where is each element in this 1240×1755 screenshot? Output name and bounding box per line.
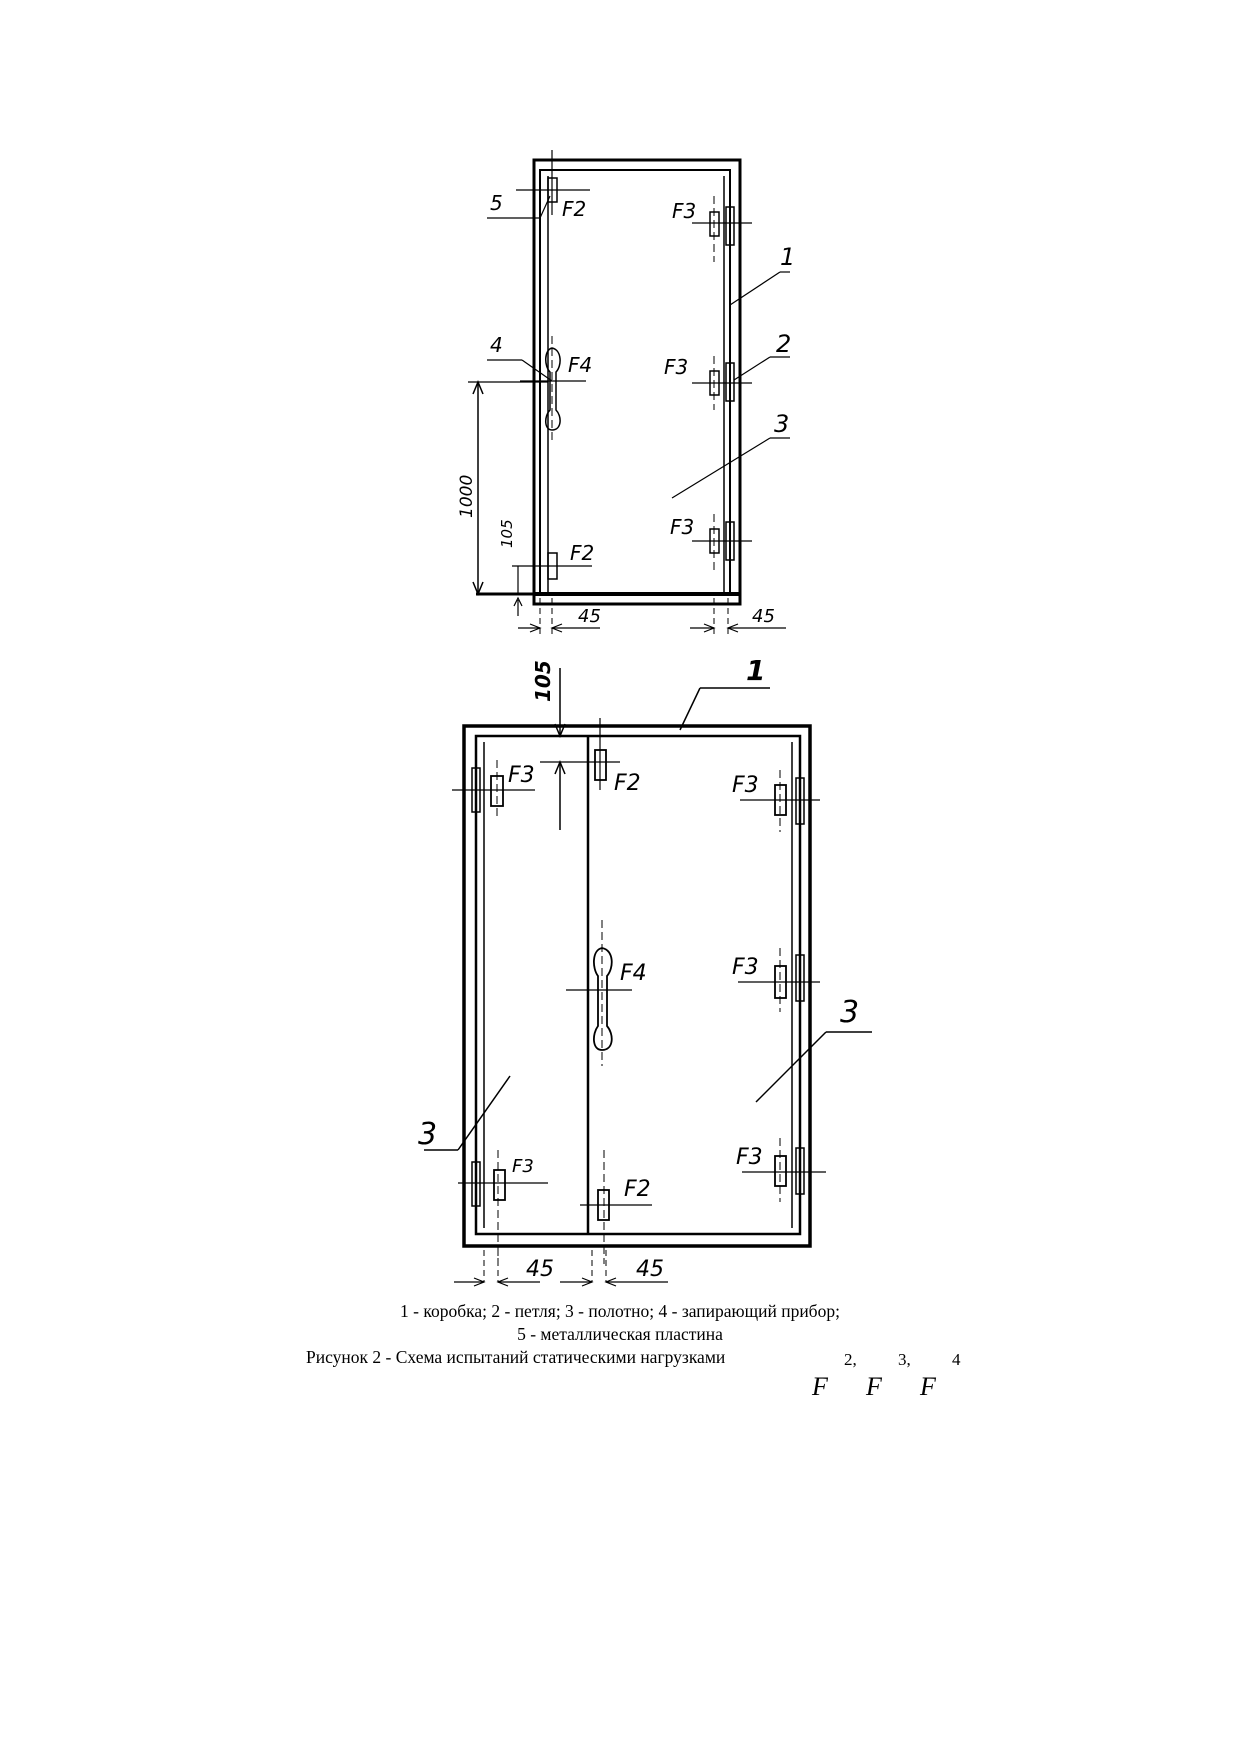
single-dim-edge-left: 45 [578,606,601,627]
double-dim-top-offset: 105 [531,660,555,702]
single-dim-height: 1000 [457,475,477,518]
single-dim-hinge-offset: 105 [498,519,516,548]
single-hinge-top [725,206,735,246]
double-dim-edge-left: 45 [526,1257,554,1282]
double-lock-shape [593,947,613,1051]
double-force-f3-bl: F3 [512,1156,534,1177]
double-dim-edge-mid: 45 [636,1257,664,1282]
single-label-leaf: 3 [774,410,789,438]
double-label-leaf-left: 3 [418,1117,437,1152]
double-door-frame-outer [462,724,812,1248]
single-force-f2-bottom: F2 [570,541,594,565]
double-door-scheme [424,668,872,1287]
door-test-schemes: 5 4 1 2 3 F2 F2 F4 F3 F3 F3 1000 105 45 … [418,150,872,1287]
single-lock-shape [545,347,561,431]
single-force-f2-top: F2 [562,197,586,221]
single-door-frame-inner [539,169,731,594]
caption-legend-line1: 1 - коробка; 2 - петля; 3 - полотно; 4 -… [400,1301,840,1321]
caption-figure-title: Рисунок 2 - Схема испытаний статическими… [306,1347,726,1367]
single-force-f3-top: F3 [672,199,696,223]
double-force-f4: F4 [620,961,647,986]
double-force-f3-tr: F3 [732,773,759,798]
double-label-frame: 1 [746,654,765,687]
single-door-scheme [468,150,790,636]
single-hinge-mid [725,362,735,402]
double-force-f3-br: F3 [736,1145,763,1170]
single-dim-edge-right: 45 [752,606,775,627]
double-force-f3-mr: F3 [732,955,759,980]
single-door-frame-outer [532,158,742,606]
double-force-f2-bottom: F2 [624,1177,651,1202]
single-label-plate: 5 [490,191,503,215]
double-force-f3-tl: F3 [508,763,535,788]
caption-legend-line2: 5 - металлическая пластина [517,1324,723,1344]
single-label-lock: 4 [490,333,503,357]
single-force-f3-mid: F3 [664,355,688,379]
single-force-f4: F4 [568,353,592,377]
single-label-hinge: 2 [776,330,791,358]
single-force-f3-bottom: F3 [670,515,694,539]
double-force-f2-top: F2 [614,771,641,796]
double-label-leaf-right: 3 [840,995,859,1030]
single-label-frame: 1 [780,243,795,271]
